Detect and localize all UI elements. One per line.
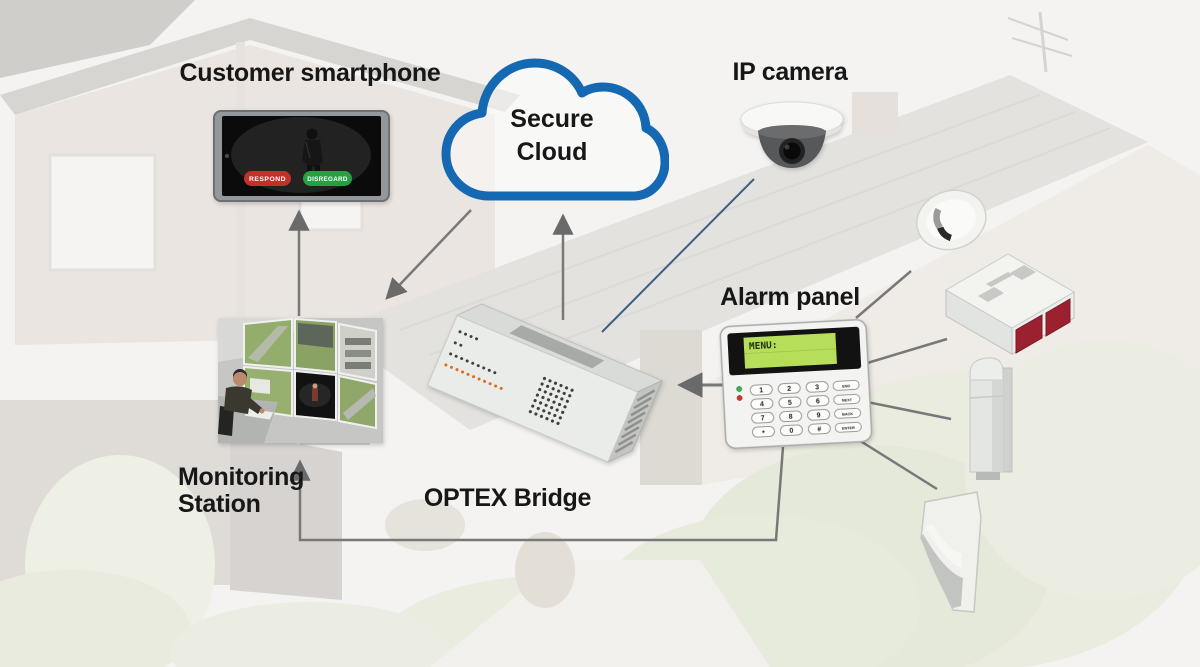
svg-text:9: 9 (817, 412, 821, 419)
smoke-detector-icon (916, 189, 987, 251)
ip-camera-icon (740, 101, 844, 168)
secure-cloud-icon (441, 58, 669, 201)
connector-camera-to-bridge (601, 178, 755, 333)
siren-box-icon (945, 253, 1075, 355)
connector-panel-to-siren (863, 337, 948, 366)
led-green (736, 386, 743, 392)
beam-sensor-icon (969, 357, 1013, 480)
secure-cloud-label: Secure Cloud (510, 105, 594, 166)
ip-camera-label: IP camera (732, 58, 848, 86)
svg-text:3: 3 (815, 384, 819, 391)
svg-text:BACK: BACK (842, 412, 853, 417)
svg-text:NEXT: NEXT (842, 398, 853, 403)
connector-panel-to-smoke-detector (855, 270, 912, 319)
optex-bridge-label: OPTEX Bridge (423, 484, 592, 512)
smartphone-label: Customer smartphone (179, 59, 441, 87)
svg-text:END: END (842, 384, 850, 388)
keypad: 1 2 3 END 4 5 6 NEXT 7 8 9 BACK * 0 # EN… (749, 379, 862, 438)
svg-text:4: 4 (760, 401, 764, 408)
svg-text:6: 6 (816, 398, 820, 405)
disregard-button: DISREGARD (303, 171, 352, 186)
connector-panel-to-monitoring (289, 446, 785, 542)
connector-cloud-to-monitoring (385, 209, 472, 300)
smartphone-icon: RESPOND DISREGARD (213, 110, 390, 202)
alarm-panel-icon: MENU: 1 2 3 END 4 5 6 N (719, 319, 873, 449)
led-red (736, 395, 743, 401)
monitoring-station-label: Monitoring Station (178, 463, 305, 518)
svg-text:*: * (762, 430, 765, 437)
respond-button: RESPOND (244, 171, 291, 186)
svg-text:ENTER: ENTER (842, 426, 855, 431)
bridge-speaker-grille (528, 376, 574, 425)
svg-text:RESPOND: RESPOND (249, 176, 286, 183)
svg-text:#: # (817, 426, 821, 433)
svg-text:0: 0 (789, 428, 793, 435)
svg-text:5: 5 (788, 400, 792, 407)
svg-text:1: 1 (759, 387, 763, 394)
svg-text:8: 8 (789, 414, 793, 421)
svg-text:DISREGARD: DISREGARD (307, 176, 348, 183)
svg-text:7: 7 (761, 415, 765, 422)
connector-panel-to-beam-sensor (866, 400, 952, 421)
lcd-text: MENU: (749, 340, 778, 352)
pir-sensor-icon (920, 491, 982, 613)
svg-text:2: 2 (787, 386, 791, 393)
optex-bridge-icon (426, 303, 664, 463)
alarm-panel-label: Alarm panel (720, 283, 860, 311)
monitoring-station-image: OPTEX (218, 318, 383, 443)
connector-panel-to-pir (853, 435, 938, 491)
